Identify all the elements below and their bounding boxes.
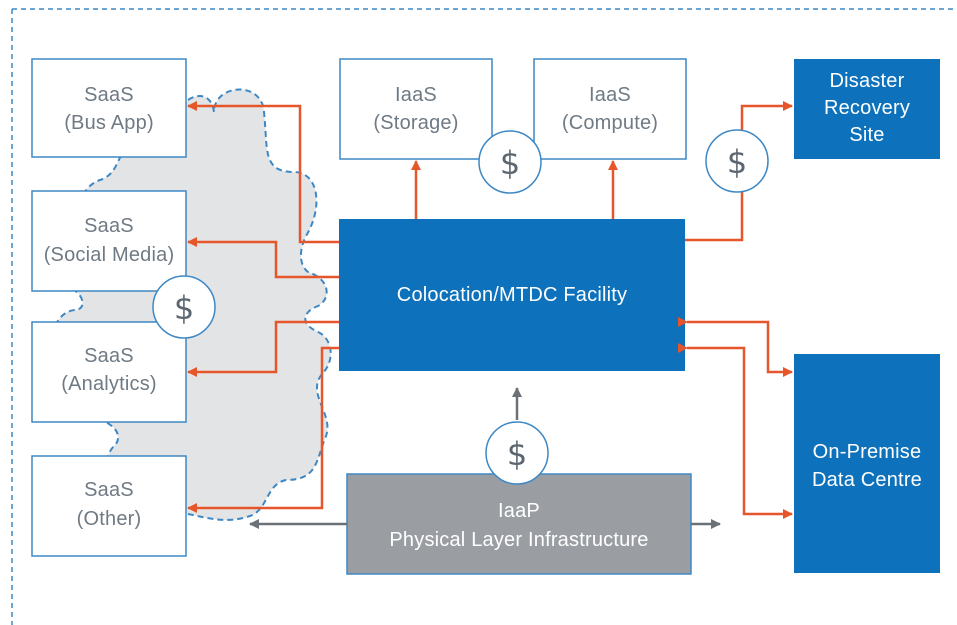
on-premise-box <box>794 354 940 573</box>
iaas-compute-box <box>533 58 687 160</box>
saas-social-media-box <box>31 190 187 292</box>
saas-other-subtitle: (Other) <box>77 508 142 530</box>
iaas-storage-subtitle: (Storage) <box>373 112 458 134</box>
iaas-compute-title: IaaS <box>589 84 631 106</box>
on-premise-line1: On-Premise <box>813 441 922 463</box>
on-premise-line2: Data Centre <box>812 469 922 491</box>
saas-other-title: SaaS <box>84 479 134 501</box>
disaster-recovery-line3: Site <box>849 124 884 146</box>
iaas-storage-title: IaaS <box>395 84 437 106</box>
saas-analytics-title: SaaS <box>84 345 134 367</box>
saas-bus-app-subtitle: (Bus App) <box>64 112 154 134</box>
disaster-recovery-box <box>794 59 940 159</box>
dollar-badge-iaas: $ <box>478 130 542 194</box>
disaster-recovery-line2: Recovery <box>824 97 910 119</box>
dollar-icon: $ <box>727 143 747 181</box>
arrow-to-saas-bus-app <box>187 101 339 244</box>
infrastructure-line2: Physical Layer Infrastructure <box>389 529 648 551</box>
dollar-icon: $ <box>174 289 194 327</box>
arrow-to-saas-social-media <box>187 237 339 279</box>
saas-analytics-subtitle: (Analytics) <box>61 373 157 395</box>
saas-bus-app-box <box>31 58 187 158</box>
saas-bus-app-title: SaaS <box>84 84 134 106</box>
dollar-badge-infrastructure: $ <box>485 421 549 485</box>
iaas-storage-box <box>339 58 493 160</box>
disaster-recovery-line1: Disaster <box>830 70 905 92</box>
dollar-icon: $ <box>500 144 520 182</box>
outer-dashed-frame <box>11 8 957 625</box>
arrow-to-saas-other <box>187 346 339 513</box>
arrow-on-premise-lower <box>678 343 793 519</box>
saas-analytics-box <box>31 321 187 423</box>
arrow-to-saas-analytics <box>187 320 339 377</box>
infrastructure-box <box>346 473 692 575</box>
iaas-compute-subtitle: (Compute) <box>562 112 658 134</box>
infrastructure-line1: IaaP <box>498 500 540 522</box>
colocation-label: Colocation/MTDC Facility <box>397 284 627 306</box>
saas-social-media-title: SaaS <box>84 215 134 237</box>
saas-other-box <box>31 455 187 557</box>
dollar-icon: $ <box>507 435 527 473</box>
dollar-badge-disaster-recovery: $ <box>705 129 769 193</box>
saas-social-media-subtitle: (Social Media) <box>44 244 175 266</box>
dollar-badge-saas: $ <box>152 275 216 339</box>
colocation-box <box>339 219 685 371</box>
